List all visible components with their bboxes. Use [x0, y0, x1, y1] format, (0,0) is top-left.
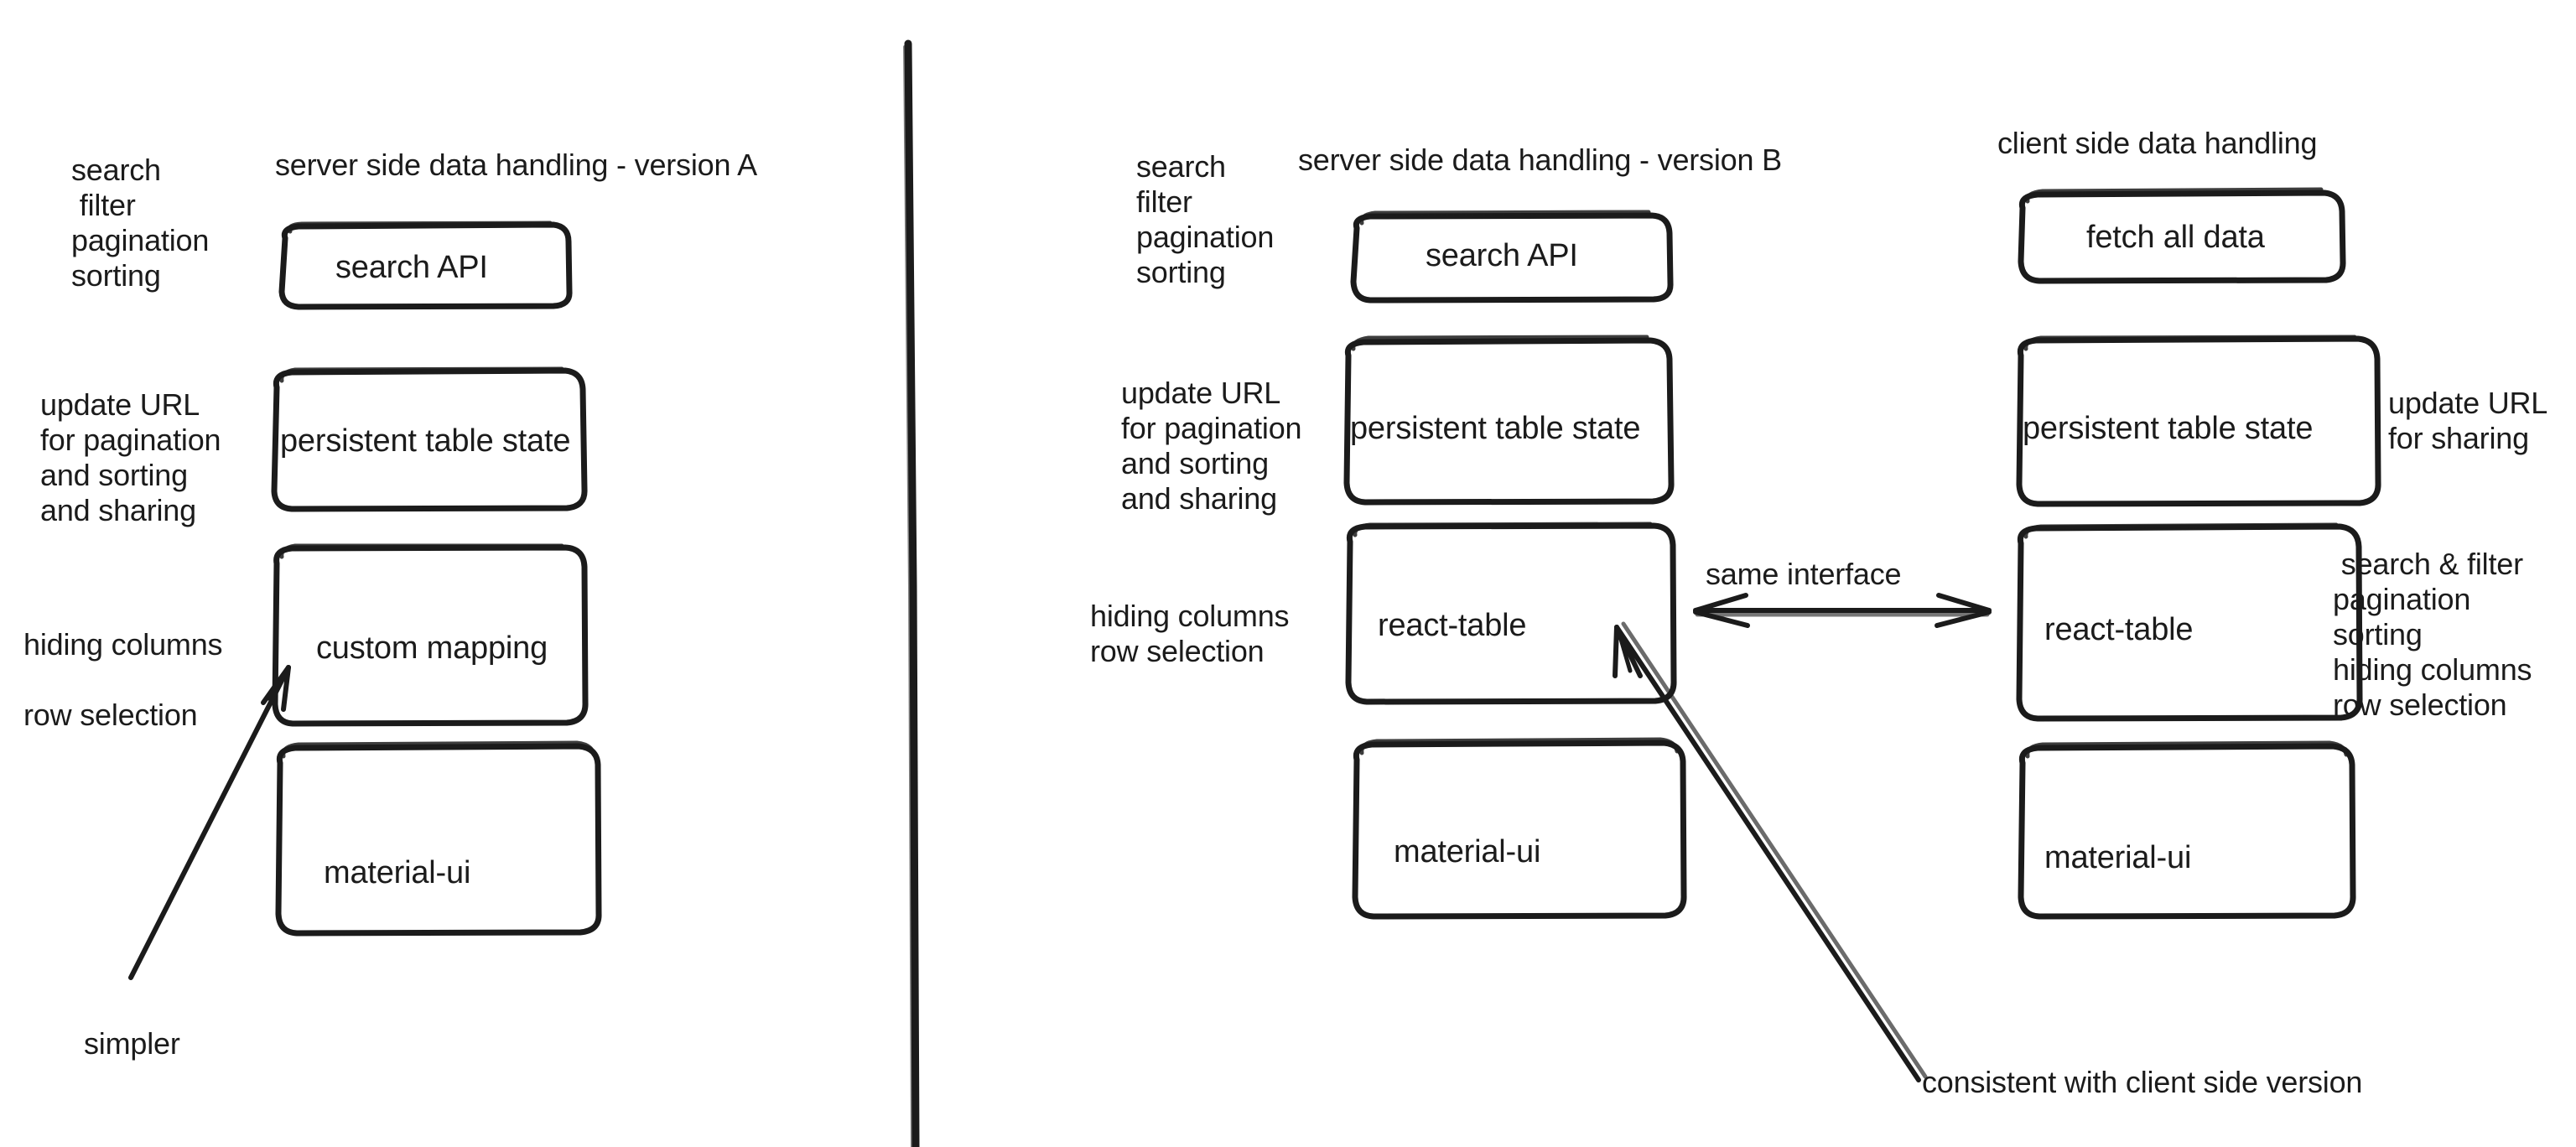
box-label-persistent-state-a[interactable]: persistent table state	[280, 423, 571, 459]
note-simpler: simpler	[84, 1026, 180, 1061]
arrow-consistent-note	[1613, 621, 1928, 1082]
panel-a-annotation-mid-left: update URL for pagination and sorting an…	[40, 387, 221, 528]
label-same-interface: same interface	[1706, 557, 1902, 591]
box-label-persistent-state-b[interactable]: persistent table state	[1350, 411, 1641, 446]
panel-b-heading: server side data handling - version B	[1298, 143, 1782, 177]
box-label-persistent-state-c[interactable]: persistent table state	[2023, 411, 2314, 446]
box-label-material-ui-c[interactable]: material-ui	[2044, 840, 2192, 875]
box-label-custom-mapping-a[interactable]: custom mapping	[316, 631, 548, 666]
note-consistent-with-client-side-version: consistent with client side version	[1922, 1065, 2363, 1099]
box-label-search-api-a[interactable]: search API	[335, 250, 488, 285]
arrow-same-interface	[1693, 593, 1992, 628]
box-label-search-api-b[interactable]: search API	[1426, 238, 1578, 273]
box-label-fetch-all-data-c[interactable]: fetch all data	[2086, 220, 2265, 255]
panel-c-annotation-mid-right: update URL for sharing	[2388, 386, 2548, 456]
box-outline-material-ui-c	[2018, 740, 2356, 920]
panel-b-annotation-top-left: search filter pagination sorting	[1136, 149, 1275, 290]
box-outline-material-ui-b	[1352, 737, 1687, 920]
panel-c-annotation-lower-right: search & filter pagination sorting hidin…	[2333, 547, 2532, 723]
box-label-material-ui-a[interactable]: material-ui	[324, 855, 471, 890]
panel-a-annotation-lower-left: hiding columns row selection	[23, 627, 223, 733]
panel-divider	[903, 39, 920, 1147]
panel-a-annotation-top-left: search filter pagination sorting	[71, 153, 210, 293]
panel-a-heading: server side data handling - version A	[275, 148, 757, 182]
panel-b-annotation-mid-left: update URL for pagination and sorting an…	[1121, 376, 1302, 516]
panel-c-heading: client side data handling	[1997, 126, 2318, 160]
panel-b-annotation-lower-left: hiding columns row selection	[1090, 599, 1290, 669]
box-label-react-table-b[interactable]: react-table	[1378, 608, 1527, 643]
box-outline-material-ui-a	[275, 740, 602, 937]
box-label-react-table-c[interactable]: react-table	[2044, 612, 2194, 647]
box-label-material-ui-b[interactable]: material-ui	[1394, 834, 1541, 869]
